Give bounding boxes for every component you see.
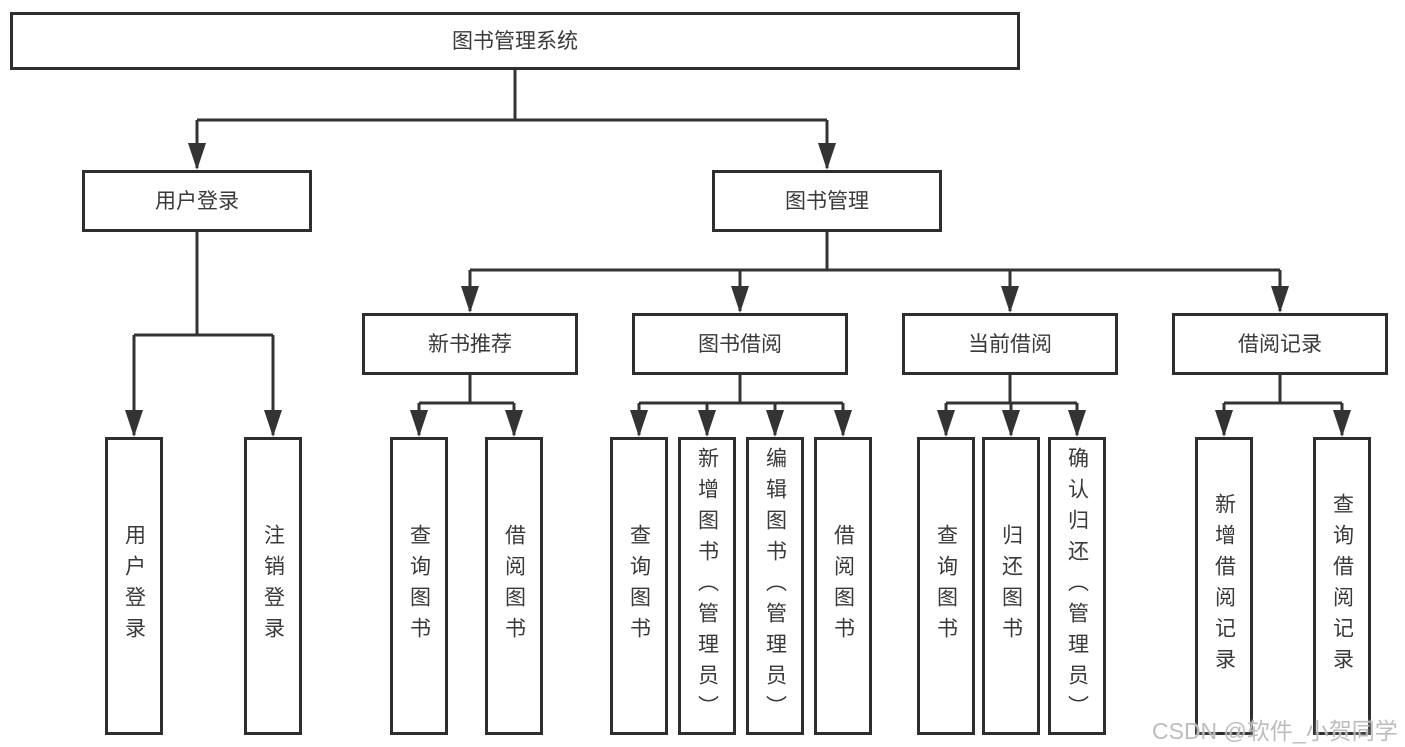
node-leaf-add-borrow-record: 新增借阅记录 — [1195, 437, 1253, 735]
node-leaf-borrow-books: 借阅图书 — [814, 437, 872, 735]
node-leaf-borrow-books-recommend: 借阅图书 — [485, 437, 543, 735]
node-root: 图书管理系统 — [10, 12, 1020, 70]
node-book-borrowing: 图书借阅 — [632, 313, 848, 375]
node-label: 借阅图书 — [831, 524, 855, 648]
node-leaf-confirm-return-admin: 确认归还（管理员） — [1048, 437, 1106, 735]
connector-paths — [132, 70, 1344, 435]
node-label: 确认归还（管理员） — [1065, 446, 1089, 726]
node-label: 用户登录 — [155, 189, 239, 213]
node-label: 编辑图书（管理员） — [763, 446, 787, 726]
node-label: 图书借阅 — [698, 332, 782, 356]
node-leaf-user-login: 用户登录 — [105, 437, 163, 735]
node-label: 注销登录 — [261, 524, 285, 648]
watermark: CSDN @软件_小贺同学 — [1152, 718, 1398, 744]
node-leaf-add-books-admin: 新增图书（管理员） — [678, 437, 736, 735]
node-label: 图书管理 — [785, 189, 869, 213]
node-borrowing-records: 借阅记录 — [1172, 313, 1388, 375]
node-user-login: 用户登录 — [82, 170, 312, 232]
node-leaf-query-books-current: 查询图书 — [917, 437, 975, 735]
node-label: 新增图书（管理员） — [695, 446, 719, 726]
node-label: 用户登录 — [122, 524, 146, 648]
node-label: 新增借阅记录 — [1212, 493, 1236, 679]
node-label: 查询图书 — [627, 524, 651, 648]
node-leaf-query-books-borrowing: 查询图书 — [610, 437, 668, 735]
node-label: 借阅记录 — [1238, 332, 1322, 356]
node-new-book-recommend: 新书推荐 — [362, 313, 578, 375]
node-label: 借阅图书 — [502, 524, 526, 648]
node-label: 新书推荐 — [428, 332, 512, 356]
node-label: 查询图书 — [407, 524, 431, 648]
node-label: 图书管理系统 — [452, 29, 578, 53]
node-leaf-query-books-recommend: 查询图书 — [390, 437, 448, 735]
node-leaf-edit-books-admin: 编辑图书（管理员） — [746, 437, 804, 735]
node-leaf-logout: 注销登录 — [244, 437, 302, 735]
node-current-borrowing: 当前借阅 — [902, 313, 1118, 375]
node-label: 当前借阅 — [968, 332, 1052, 356]
node-label: 查询图书 — [934, 524, 958, 648]
node-leaf-return-books: 归还图书 — [982, 437, 1040, 735]
node-leaf-query-borrow-record: 查询借阅记录 — [1313, 437, 1371, 735]
node-book-management: 图书管理 — [712, 170, 942, 232]
arrowheads — [125, 143, 1351, 437]
node-label: 查询借阅记录 — [1330, 493, 1354, 679]
node-label: 归还图书 — [999, 524, 1023, 648]
